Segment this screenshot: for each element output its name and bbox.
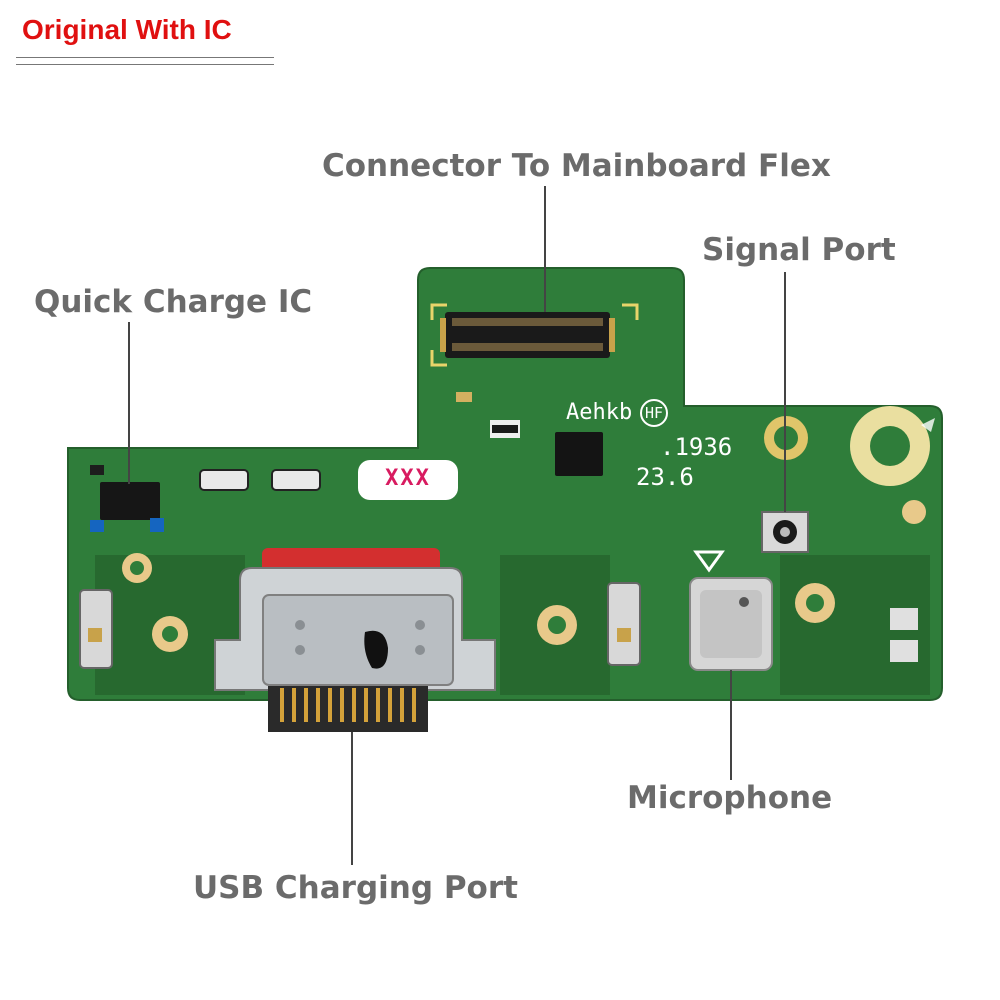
xxx-sticker-bg xyxy=(358,460,458,500)
usb-charging-port xyxy=(214,548,496,732)
microphone xyxy=(689,550,773,671)
version-marking: 23.6 xyxy=(636,463,694,491)
quick-charge-ic-label: Quick Charge IC xyxy=(34,284,313,320)
microphone-label: Microphone xyxy=(627,780,833,816)
xxx-sticker-text: XXX xyxy=(385,466,431,491)
quick-charge-ic xyxy=(90,465,164,532)
signal-port-label: Signal Port xyxy=(702,232,896,268)
hf-badge: HF xyxy=(640,399,668,427)
brand-marking: Aehkb xyxy=(566,400,633,425)
signal-port xyxy=(761,511,809,553)
header-rule-top xyxy=(16,57,274,58)
connector-label: Connector To Mainboard Flex xyxy=(322,148,831,184)
date-code-marking: .1936 xyxy=(660,433,733,461)
mainboard-connector xyxy=(440,312,615,358)
usb-port-label: USB Charging Port xyxy=(193,870,518,906)
header-rule-bottom xyxy=(16,64,274,65)
callout-lines xyxy=(128,186,786,865)
header-title: Original With IC xyxy=(22,14,232,45)
